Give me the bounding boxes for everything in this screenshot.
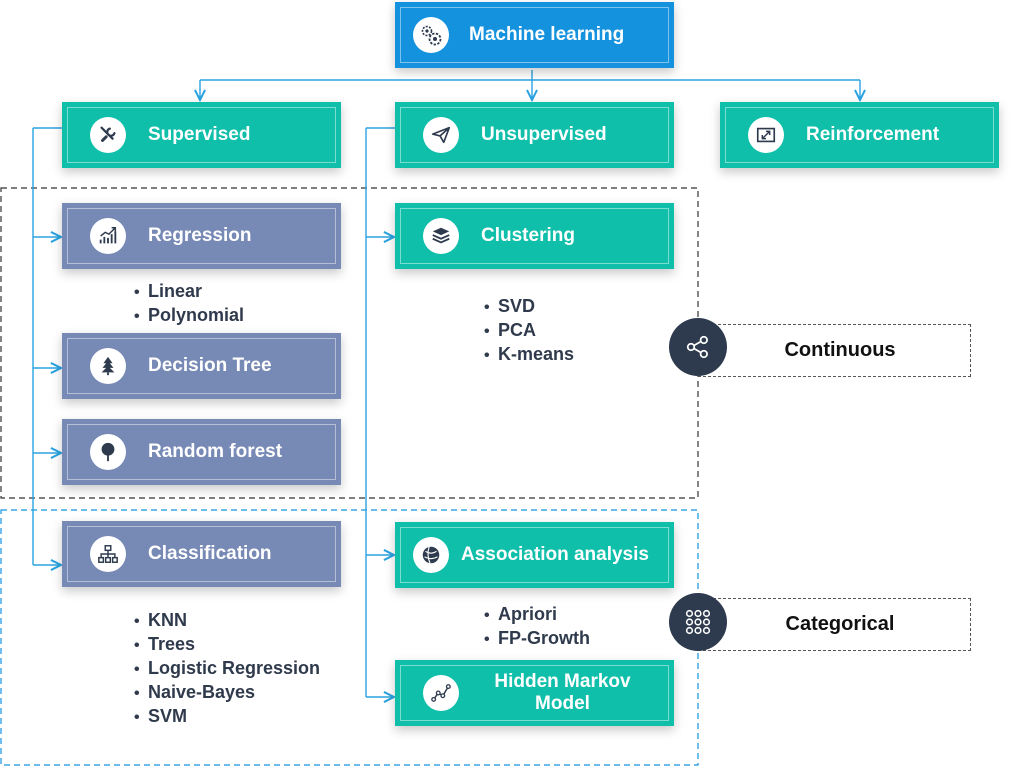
reinforcement-node[interactable]: Reinforcement <box>720 102 999 168</box>
classification-node[interactable]: Classification <box>62 521 341 587</box>
list-item: Apriori <box>484 603 590 627</box>
continuous-label: Continuous <box>784 339 896 361</box>
hmm-label-line-2: Model <box>535 693 590 714</box>
continuous-tag: Continuous <box>698 324 971 377</box>
association-analysis-node[interactable]: Association analysis <box>395 522 674 588</box>
arrows-in-box-icon <box>748 117 784 153</box>
supervised-node[interactable]: Supervised <box>62 102 341 168</box>
categorical-tag: Categorical <box>698 598 971 651</box>
clustering-node[interactable]: Clustering <box>395 203 674 269</box>
clustering-label: Clustering <box>481 225 575 246</box>
machine-learning-label: Machine learning <box>469 24 625 45</box>
list-item: KNN <box>134 609 320 633</box>
hmm-label-line-1: Hidden Markov <box>494 671 631 692</box>
layers-icon <box>423 218 459 254</box>
machine-learning-node[interactable]: Machine learning <box>395 2 674 68</box>
decision-tree-node[interactable]: Decision Tree <box>62 333 341 399</box>
decision-tree-label: Decision Tree <box>148 355 272 376</box>
round-tree-icon <box>90 434 126 470</box>
association-list: Apriori FP-Growth <box>484 603 590 651</box>
pine-tree-icon <box>90 348 126 384</box>
list-item: K-means <box>484 343 574 367</box>
clustering-list: SVD PCA K-means <box>484 295 574 367</box>
list-item: Naive-Bayes <box>134 681 320 705</box>
gears-icon <box>413 17 449 53</box>
list-item: PCA <box>484 319 574 343</box>
list-item: Polynomial <box>134 304 244 328</box>
classification-list: KNN Trees Logistic Regression Naive-Baye… <box>134 609 320 729</box>
list-item: FP-Growth <box>484 627 590 651</box>
wrench-icon <box>90 117 126 153</box>
hidden-markov-model-label: Hidden Markov Model <box>465 671 660 715</box>
regression-node[interactable]: Regression <box>62 203 341 269</box>
share-icon <box>669 318 727 376</box>
regression-list: Linear Polynomial <box>134 280 244 328</box>
random-forest-label: Random forest <box>148 441 283 462</box>
hidden-markov-model-node[interactable]: Hidden Markov Model <box>395 660 674 726</box>
list-item: SVM <box>134 705 320 729</box>
paper-plane-icon <box>423 117 459 153</box>
growth-chart-icon <box>90 218 126 254</box>
hierarchy-icon <box>90 536 126 572</box>
categorical-label: Categorical <box>785 613 895 635</box>
list-item: SVD <box>484 295 574 319</box>
dot-grid-icon <box>669 593 727 651</box>
list-item: Logistic Regression <box>134 657 320 681</box>
regression-label: Regression <box>148 225 252 246</box>
globe-icon <box>413 537 449 573</box>
list-item: Trees <box>134 633 320 657</box>
classification-label: Classification <box>148 543 272 564</box>
list-item: Linear <box>134 280 244 304</box>
unsupervised-label: Unsupervised <box>481 124 607 145</box>
unsupervised-node[interactable]: Unsupervised <box>395 102 674 168</box>
line-graph-icon <box>423 675 459 711</box>
random-forest-node[interactable]: Random forest <box>62 419 341 485</box>
reinforcement-label: Reinforcement <box>806 124 940 145</box>
association-analysis-label: Association analysis <box>461 544 649 565</box>
supervised-label: Supervised <box>148 124 251 145</box>
